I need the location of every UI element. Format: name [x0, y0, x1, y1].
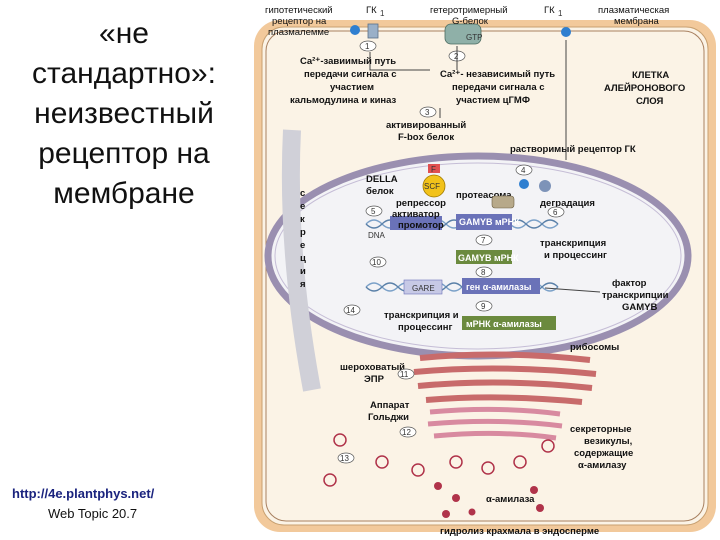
svg-text:3: 3 [425, 108, 430, 117]
amylase-particles [434, 482, 544, 518]
step-marker: 5 [365, 205, 383, 217]
label-secretion: с е к р е ц и я [300, 188, 308, 290]
nucleus-inner-line [274, 162, 682, 350]
label-dna: DNA [368, 231, 386, 240]
ga-molecule-icon [519, 179, 529, 189]
arrow [369, 52, 430, 71]
svg-text:7: 7 [481, 236, 486, 245]
svg-text:10: 10 [372, 258, 381, 267]
step-marker: 12 [399, 426, 417, 438]
label-plasma-membrane: плазматическая мембрана [598, 5, 672, 27]
svg-text:1: 1 [365, 42, 370, 51]
svg-text:6: 6 [553, 208, 558, 217]
svg-text:GTP: GTP [466, 33, 482, 42]
svg-text:14: 14 [346, 306, 355, 315]
label-ga1: ГК [366, 5, 377, 16]
label-ga1-sub: 1 [380, 9, 385, 18]
label-gamyb-mrna: GAMYB мРНК [458, 253, 519, 263]
svg-text:11: 11 [400, 370, 409, 379]
proteasome-icon [491, 195, 515, 209]
label-hetero-g: гетеротримерный G-белок [430, 5, 510, 27]
step-marker: 9 [475, 300, 493, 312]
step-marker: 14 [343, 304, 361, 316]
svg-text:9: 9 [481, 302, 486, 311]
label-soluble-receptor: растворимый рецептор ГК [510, 144, 636, 155]
title-line: «не [99, 17, 149, 50]
label-gare: GARE [412, 284, 435, 293]
label-ca-independent: Ca²⁺- независимый путь передачи сигнала … [440, 69, 558, 106]
label-vesicles: секреторные везикулы, содержащие α-амила… [570, 424, 636, 471]
plasma-membrane-line [265, 30, 705, 522]
secretory-vesicles [323, 433, 555, 487]
slide-title: «не стандартно»: неизвестный рецептор на… [4, 14, 244, 214]
title-line: стандартно»: [32, 57, 216, 90]
svg-text:8: 8 [481, 268, 486, 277]
label-golgi: Аппарат Гольджи [368, 400, 412, 423]
step-marker: 1 [359, 40, 377, 52]
title-line: мембране [53, 177, 195, 210]
label-amylase-gene: ген α-амилазы [466, 282, 532, 292]
label-ribosomes: рибосомы [570, 342, 619, 353]
label-cell: КЛЕТКА АЛЕЙРОНОВОГО СЛОЯ [604, 70, 688, 107]
label-factor: фактор транскрипции GAMYB [602, 278, 671, 313]
label-della: DELLA белок [366, 174, 400, 197]
step-marker: 13 [337, 452, 355, 464]
title-line: рецептор на [38, 137, 210, 170]
step-marker: 7 [475, 234, 493, 246]
label-rough-er: шероховатый ЭПР [340, 362, 408, 385]
step-marker: 10 [369, 256, 387, 268]
amylase-gene-box [462, 278, 540, 294]
step-marker: 4 [515, 164, 533, 176]
label-hyp-receptor: гипотетический рецептор на плазмалемме [265, 5, 335, 38]
label-transcription-2: транскрипция и процессинг [384, 310, 461, 333]
label-ga2-sub: 1 [558, 9, 563, 18]
gamyb-gene-box [456, 214, 512, 230]
ga-molecule-icon [350, 25, 360, 35]
source-topic: Web Topic 20.7 [48, 506, 138, 521]
rough-er [413, 351, 597, 405]
step-marker: 11 [397, 368, 415, 380]
golgi-apparatus [427, 406, 563, 441]
ga-molecule-icon [561, 27, 571, 37]
membrane-receptor: GTP [350, 23, 571, 45]
label-proteasome: протеасома [456, 190, 512, 201]
label-repressor: репрессор активатор промотор [392, 198, 449, 231]
receptor-icon [539, 180, 551, 192]
label-fbox: активированный F-box белок [386, 120, 469, 143]
label-amylase-mrna: мРНК α-амилазы [466, 319, 542, 329]
step-marker: 3 [419, 106, 437, 118]
label-degradation: деградация [540, 198, 595, 209]
svg-text:12: 12 [402, 428, 411, 437]
scf-complex: SCF F [422, 164, 446, 198]
amylase-mrna-box [462, 316, 556, 330]
label-ga2: ГК [544, 5, 555, 16]
gare-box [403, 279, 443, 295]
step-marker: 6 [547, 206, 565, 218]
label-ca-dependent: Ca²⁺-завиимый путь передачи сигнала с уч… [290, 56, 399, 106]
label-amylase: α-амилаза [486, 494, 535, 505]
label-transcription-1: транскрипция и процессинг [540, 238, 609, 261]
svg-text:SCF: SCF [424, 182, 440, 191]
secretion-path [281, 129, 321, 392]
promoter-box [390, 216, 442, 230]
title-line: неизвестный [34, 97, 214, 130]
arrow [544, 287, 601, 293]
svg-text:5: 5 [371, 207, 376, 216]
svg-text:13: 13 [340, 454, 349, 463]
label-hydrolysis: гидролиз крахмала в эндосперме [440, 526, 599, 537]
label-gamyb-gene: GAMYB мРНК [459, 217, 520, 227]
svg-text:F: F [431, 165, 436, 174]
svg-text:4: 4 [521, 166, 526, 175]
source-link[interactable]: http://4e.plantphys.net/ [12, 486, 155, 501]
gamyb-mrna-box [456, 250, 512, 264]
step-marker: 8 [475, 266, 493, 278]
